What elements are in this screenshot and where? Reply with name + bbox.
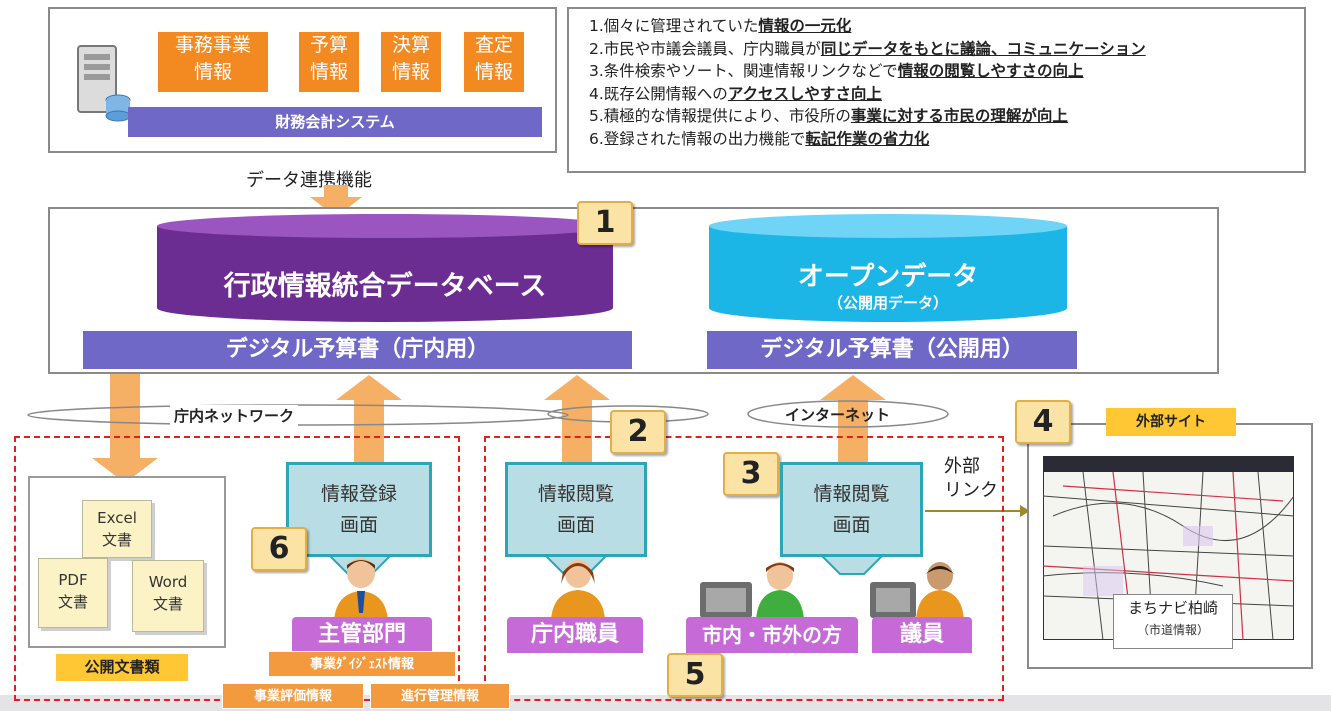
benefit-item: 2.市民や市議会議員、庁内職員が同じデータをもとに議論、コミュニケーション <box>589 39 1146 58</box>
system-item-line: 情報 <box>474 61 513 83</box>
open-data-title: オープンデータ <box>797 262 979 292</box>
benefit-item: 6.登録された情報の出力機能で転記作業の省力化 <box>589 129 930 148</box>
public-view-screen: 情報閲覧 画面 <box>780 462 923 557</box>
tag-digest: 事業ﾀﾞｲｼﾞｪｽﾄ情報 <box>268 651 456 677</box>
doc-line: 文書 <box>152 595 183 613</box>
screen-line: 情報登録 <box>320 483 397 505</box>
map-subcaption: （市道情報） <box>1136 623 1209 637</box>
role-council: 議員 <box>872 617 972 653</box>
system-item-satei: 査定 情報 <box>464 32 524 92</box>
internal-budget-bar: デジタル予算書（庁内用） <box>83 331 632 369</box>
excel-doc: Excel 文書 <box>82 500 152 558</box>
citizen-person-icon <box>700 562 804 620</box>
public-budget-bar: デジタル予算書（公開用） <box>707 331 1077 369</box>
word-doc: Word 文書 <box>132 560 204 632</box>
badge-3: 3 <box>723 452 779 496</box>
public-zone <box>484 436 1004 701</box>
employee-person-icon <box>551 560 605 620</box>
system-item-line: 事務事業 <box>174 34 251 56</box>
doc-line: 文書 <box>101 531 132 549</box>
staff-person-icon <box>334 558 388 621</box>
role-staff: 庁内職員 <box>507 617 643 653</box>
system-item-line: 査定 <box>474 34 513 56</box>
pdf-doc: PDF 文書 <box>38 558 108 628</box>
screen-line: 情報閲覧 <box>537 483 614 505</box>
tag-progress: 進行管理情報 <box>370 683 510 709</box>
benefits-box: 1.個々に管理されていた情報の一元化 2.市民や市議会議員、庁内職員が同じデータ… <box>567 7 1306 173</box>
badge-1: 1 <box>577 201 633 245</box>
open-data-subtitle: （公開用データ） <box>827 294 948 312</box>
system-item-jimu: 事務事業 情報 <box>158 32 268 92</box>
external-link-label: 外部 リンク <box>944 455 998 503</box>
register-screen: 情報登録 画面 <box>286 462 432 557</box>
doc-line: PDF <box>58 571 88 589</box>
external-site-tag: 外部サイト <box>1106 408 1236 436</box>
monitor-stand-icon <box>820 556 884 575</box>
system-item-line: 情報 <box>391 61 430 83</box>
screen-line: 情報閲覧 <box>813 483 890 505</box>
badge-2: 2 <box>610 410 666 454</box>
internal-view-screen: 情報閲覧 画面 <box>505 462 647 557</box>
map-caption-box: まちナビ柏崎 （市道情報） <box>1113 594 1233 649</box>
badge-4: 4 <box>1015 400 1071 444</box>
finance-system-label: 財務会計システム <box>128 107 542 137</box>
doc-line: Word <box>148 573 188 591</box>
system-item-line: 予算 <box>309 34 348 56</box>
screen-line: 画面 <box>556 514 595 536</box>
badge-6: 6 <box>251 527 307 571</box>
role-citizen: 市内・市外の方 <box>686 617 858 653</box>
screen-line: 画面 <box>832 514 871 536</box>
integrated-database-icon <box>157 214 613 322</box>
open-data-icon <box>709 214 1067 322</box>
server-icon <box>77 45 131 122</box>
benefit-item: 4.既存公開情報へのアクセスしやすさ向上 <box>589 84 882 103</box>
map-caption: まちナビ柏崎 <box>1127 599 1218 617</box>
badge-5: 5 <box>667 653 723 697</box>
internet-label: インターネット <box>785 406 891 424</box>
integrated-database-title: 行政情報統合データベース <box>223 271 547 302</box>
benefit-item: 1.個々に管理されていた情報の一元化 <box>589 17 852 35</box>
system-item-yosan: 予算 情報 <box>299 32 359 92</box>
external-link-line: リンク <box>944 480 998 501</box>
benefit-item: 3.条件検索やソート、関連情報リンクなどで情報の閲覧しやすさの向上 <box>589 62 1084 80</box>
council-person-icon <box>870 562 964 620</box>
role-dept: 主管部門 <box>292 617 432 653</box>
tag-eval: 事業評価情報 <box>222 683 364 709</box>
system-item-line: 情報 <box>309 61 348 83</box>
screen-line: 画面 <box>339 514 378 536</box>
down-arrow-icon <box>310 185 362 217</box>
doc-line: 文書 <box>57 593 88 611</box>
intranet-label: 庁内ネットワーク <box>170 405 299 426</box>
external-link-line: 外部 <box>944 456 980 477</box>
doc-line: Excel <box>97 509 137 527</box>
system-item-line: 決算 <box>391 34 430 56</box>
benefits-list: 1.個々に管理されていた情報の一元化 2.市民や市議会議員、庁内職員が同じデータ… <box>589 15 1304 150</box>
public-documents-tag: 公開文書類 <box>56 654 188 681</box>
benefit-item: 5.積極的な情報提供により、市役所の事業に対する市民の理解が向上 <box>589 107 1068 125</box>
system-item-line: 情報 <box>193 61 232 83</box>
system-item-kessan: 決算 情報 <box>381 32 441 92</box>
